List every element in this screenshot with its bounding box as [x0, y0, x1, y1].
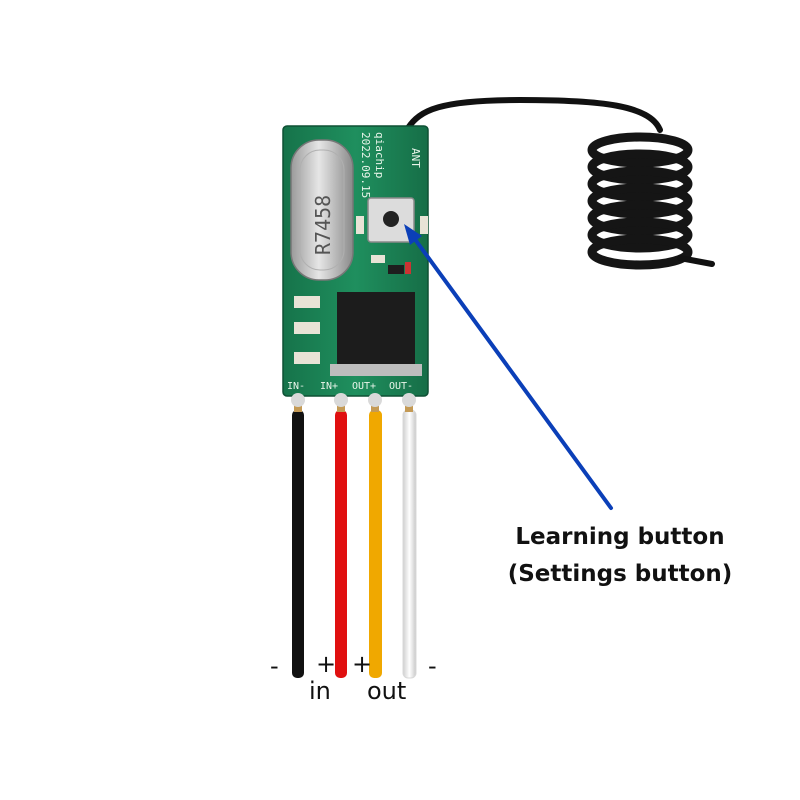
- antenna: [405, 96, 715, 270]
- pin-label-2: IN+: [320, 381, 338, 392]
- sign-plus-output: +: [352, 650, 373, 678]
- wire-black: [292, 410, 304, 678]
- callout-line-1: Learning button: [515, 524, 725, 550]
- label-in: in: [309, 677, 331, 705]
- sign-minus-output: -: [428, 652, 437, 680]
- learning-button[interactable]: [367, 197, 415, 243]
- callout-arrow: [404, 224, 613, 510]
- wires: [292, 398, 417, 679]
- wire-white: [402, 409, 417, 679]
- mosfet-chip-icon: [330, 292, 422, 376]
- sign-minus-input: -: [270, 652, 279, 680]
- callout-line-2: (Settings button): [507, 561, 733, 587]
- pin-label-4: OUT-: [389, 381, 413, 392]
- pin-label-3: OUT+: [352, 381, 376, 392]
- crystal-oscillator-icon: R7458: [290, 139, 354, 281]
- silkscreen-date: 2022.09.15: [359, 132, 372, 198]
- silkscreen-brand: qiachip: [373, 132, 386, 178]
- antenna-label: ANT: [409, 148, 422, 168]
- wire-yellow: [369, 410, 382, 678]
- label-out: out: [367, 677, 407, 705]
- sign-plus-input: +: [316, 650, 337, 678]
- wire-red: [335, 410, 347, 678]
- crystal-marking: R7458: [311, 195, 335, 255]
- pcb-board: R7458 qiachip 2022.09.15 ANT IN- IN+ OUT…: [282, 125, 429, 407]
- pin-label-1: IN-: [287, 381, 305, 392]
- coiled-spring-antenna-icon: [587, 132, 693, 270]
